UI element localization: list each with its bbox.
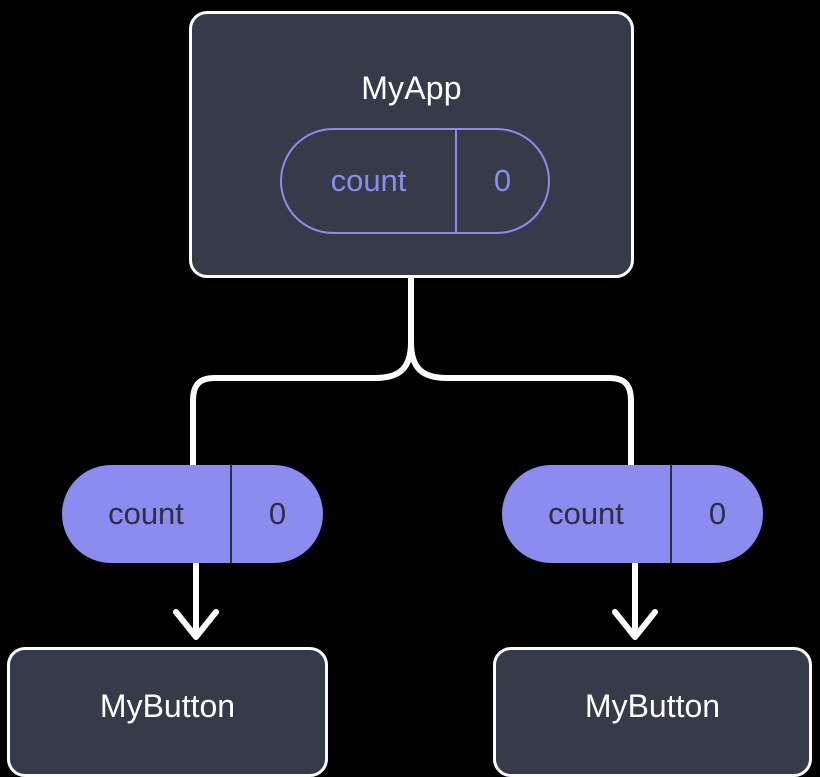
node-mybutton-right[interactable]: MyButton	[493, 647, 812, 777]
node-myapp-title: MyApp	[361, 70, 462, 106]
connector-branch-right	[408, 339, 634, 469]
node-mybutton-right-label: MyButton	[584, 688, 721, 724]
arrow-left-pill-to-button	[173, 563, 219, 640]
node-myapp[interactable]: MyApp count 0	[189, 11, 634, 278]
state-pill-left-key: count	[62, 465, 232, 563]
node-mybutton-left-label: MyButton	[99, 688, 236, 724]
state-pill-myapp-key: count	[282, 130, 457, 232]
state-pill-left-value: 0	[268, 496, 287, 531]
state-pill-left[interactable]: count 0	[62, 465, 323, 563]
arrow-right-pill-to-button	[612, 563, 658, 640]
state-pill-right-key: count	[502, 465, 672, 563]
connector-branch-left	[190, 339, 414, 469]
node-mybutton-left[interactable]: MyButton	[7, 647, 328, 777]
state-pill-right[interactable]: count 0	[502, 465, 763, 563]
state-pill-myapp-value: 0	[493, 163, 512, 198]
state-pill-myapp[interactable]: count 0	[280, 128, 550, 234]
state-pill-right-value: 0	[708, 496, 727, 531]
